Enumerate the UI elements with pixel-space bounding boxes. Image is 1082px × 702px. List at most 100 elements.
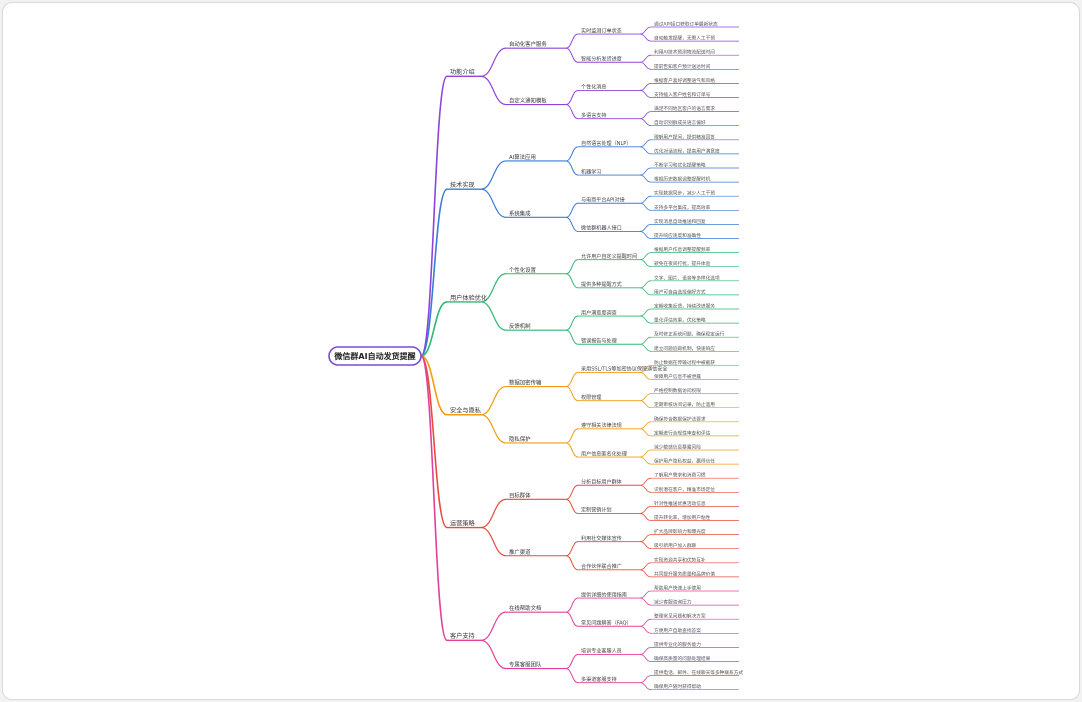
leaf-node[interactable]: 提供专业化的服务能力 [654, 641, 701, 648]
link-level3-leaf [639, 477, 652, 486]
level3-node[interactable]: 允许用户自定义提醒时间 [581, 253, 637, 260]
level3-node[interactable]: 用户满意度调查 [581, 309, 617, 316]
leaf-node[interactable]: 实现资源共享和优势互补 [654, 556, 706, 563]
level3-node[interactable]: 多语言支持 [581, 112, 606, 119]
level2-node[interactable]: 数据加密传输 [509, 379, 542, 387]
leaf-node[interactable]: 提前告知客户预计送达时间 [654, 63, 711, 70]
level3-node[interactable]: 用户信息匿名化处理 [581, 450, 627, 457]
leaf-node[interactable]: 满足不同地区客户的语言需求 [654, 105, 715, 112]
leaf-node[interactable]: 保护用户隐私权益，赢得信任 [654, 458, 715, 465]
leaf-node[interactable]: 支持插入客户姓名和订单号 [654, 91, 711, 98]
leaf-node[interactable]: 帮助用户快速上手使用 [654, 585, 701, 592]
level3-node[interactable]: 错误报告与处理 [581, 337, 617, 344]
level3-node[interactable]: 与电商平台API对接 [581, 196, 625, 203]
leaf-node[interactable]: 实现数据同步，减少人工干预 [654, 190, 715, 197]
leaf-node[interactable]: 减少客服咨询压力 [654, 599, 692, 606]
leaf-node[interactable]: 文字、图片、语音等多样化选项 [654, 274, 720, 281]
link-level2-level3 [565, 33, 579, 49]
leaf-node[interactable]: 减少敏感信息暴露风险 [654, 444, 701, 451]
link-branch-level2 [480, 75, 507, 106]
level3-node[interactable]: 定制营销计划 [581, 507, 612, 514]
level3-node[interactable]: 利用社交媒体宣传 [581, 535, 622, 542]
level2-node[interactable]: 推广渠道 [509, 548, 531, 556]
leaf-node[interactable]: 防止数据在传输过程中被截获 [654, 359, 715, 366]
level2-node[interactable]: 个性化设置 [509, 266, 537, 274]
leaf-node[interactable]: 提升转化率，增加用户粘性 [654, 514, 711, 521]
leaf-node[interactable]: 定期审核访问记录，防止滥用 [654, 401, 715, 408]
leaf-node[interactable]: 理解用户提问，提供精准回答 [654, 133, 715, 140]
branch-node[interactable]: 技术实现 [450, 181, 475, 189]
level3-node[interactable]: 合作伙伴联合推广 [581, 563, 622, 570]
level3-node[interactable]: 微信群机器人接口 [581, 225, 622, 232]
branch-node[interactable]: 功能介绍 [450, 68, 475, 76]
leaf-node[interactable]: 不断学习和优化提醒策略 [654, 162, 706, 169]
level3-node[interactable]: 采用SSL/TLS等加密协议保障通信安全 [581, 366, 667, 373]
level2-node[interactable]: 隐私保护 [509, 435, 531, 443]
leaf-node[interactable]: 根据客户喜好调整语气和风格 [654, 77, 715, 84]
link-level2-level3 [565, 386, 579, 402]
level3-node[interactable]: 提供多种提醒方式 [581, 281, 622, 288]
link-level3-leaf [639, 449, 652, 458]
leaf-node[interactable]: 量化评估效果，优化策略 [654, 317, 706, 324]
branch-node[interactable]: 用户体验优化 [450, 294, 487, 302]
root-node-box[interactable] [328, 346, 422, 366]
leaf-node[interactable]: 严格控制数据访问权限 [654, 387, 701, 394]
leaf-node[interactable]: 提供电话、邮件、在线聊天等多种联系方式 [654, 669, 743, 676]
level3-node[interactable]: 多渠道客服支持 [581, 676, 617, 683]
level3-node[interactable]: 个性化消息 [581, 84, 606, 91]
level2-node[interactable]: 专属客服团队 [509, 661, 542, 669]
level3-node[interactable]: 自然语言处理（NLP） [581, 140, 631, 147]
level3-node[interactable]: 培训专业客服人员 [581, 648, 622, 655]
leaf-node[interactable]: 确保高质量的问题处理结果 [654, 655, 711, 662]
level3-node[interactable]: 权限管理 [581, 394, 601, 401]
level3-node[interactable]: 机器学习 [581, 168, 601, 175]
leaf-node[interactable]: 扩大品牌影响力和曝光度 [654, 528, 706, 535]
leaf-node[interactable]: 及时修正系统问题，确保稳定运行 [654, 331, 725, 338]
leaf-node[interactable]: 实现消息自动推送和回复 [654, 218, 706, 225]
level2-node[interactable]: 系统集成 [509, 209, 531, 217]
leaf-node[interactable]: 针对性推送优惠活动信息 [654, 500, 706, 507]
leaf-node[interactable]: 提升响应速度和准确性 [654, 232, 701, 239]
leaf-node[interactable]: 整理常见问题和解决方案 [654, 613, 706, 620]
branch-node[interactable]: 客户支持 [450, 632, 475, 640]
link-branch-level2 [480, 526, 507, 557]
level2-node[interactable]: AI算法应用 [509, 153, 536, 161]
level3-node[interactable]: 遵守相关法律法规 [581, 422, 622, 429]
leaf-node[interactable]: 自动触发提醒，无需人工干预 [654, 35, 715, 42]
leaf-node[interactable]: 吸引新用户加入群聊 [654, 542, 697, 549]
level3-node[interactable]: 分析目标用户群体 [581, 478, 622, 485]
leaf-node[interactable]: 共同提升服务质量和品牌价值 [654, 570, 715, 577]
leaf-node[interactable]: 定期收集反馈，持续改进服务 [654, 303, 715, 310]
level2-node[interactable]: 目标群体 [509, 491, 531, 499]
leaf-node[interactable]: 识别潜在客户，精准市场定位 [654, 486, 715, 493]
link-branch-level2 [480, 414, 507, 444]
branch-node[interactable]: 运营策略 [450, 519, 476, 527]
level2-node[interactable]: 在线帮助文档 [509, 604, 541, 612]
level3-node[interactable]: 常见问题解答（FAQ） [581, 619, 632, 626]
branch-node[interactable]: 安全与隐私 [450, 407, 481, 415]
leaf-node[interactable]: 确保用户随时获得帮助 [654, 683, 701, 690]
level3-node[interactable]: 提供详细的使用指南 [581, 591, 627, 598]
level3-node[interactable]: 智能分析发货进度 [581, 55, 622, 62]
leaf-node[interactable]: 确保符合数据保护法要求 [654, 415, 706, 422]
leaf-node[interactable]: 优化对话流程，提高用户满意度 [654, 147, 720, 154]
level3-node[interactable]: 实时监测订单状态 [581, 27, 622, 34]
leaf-node[interactable]: 利用AI技术预测物流配送时间 [654, 49, 715, 56]
level2-node[interactable]: 自动化客户服务 [509, 40, 547, 48]
leaf-node[interactable]: 了解用户需求和消费习惯 [654, 472, 706, 479]
leaf-node[interactable]: 通过API接口获取订单最新状态 [654, 21, 718, 28]
leaf-node[interactable]: 避免在夜间打扰，提升体验 [654, 260, 711, 267]
level2-node[interactable]: 自定义通知模板 [509, 97, 547, 105]
leaf-node[interactable]: 根据历史数据调整提醒时机 [654, 176, 711, 183]
level2-node[interactable]: 反馈机制 [509, 322, 531, 330]
root-node-label[interactable]: 微信群AI自动发货提醒 [333, 351, 415, 361]
leaf-node[interactable]: 方便用户自助查找答案 [654, 627, 701, 634]
leaf-node[interactable]: 自动识别群成员语言偏好 [654, 119, 706, 126]
leaf-node[interactable]: 定期进行合规性审查和评估 [654, 429, 711, 436]
leaf-node[interactable]: 根据用户作息调整提醒频率 [654, 246, 711, 253]
leaf-node[interactable]: 建立问题追踪机制，快速响应 [654, 345, 715, 352]
link-level3-leaf [639, 654, 652, 662]
leaf-node[interactable]: 用户可自由选择偏好方式 [654, 288, 706, 295]
leaf-node[interactable]: 支持多平台集成，提高效率 [654, 204, 711, 211]
leaf-node[interactable]: 保障用户信息不被泄露 [654, 373, 701, 380]
